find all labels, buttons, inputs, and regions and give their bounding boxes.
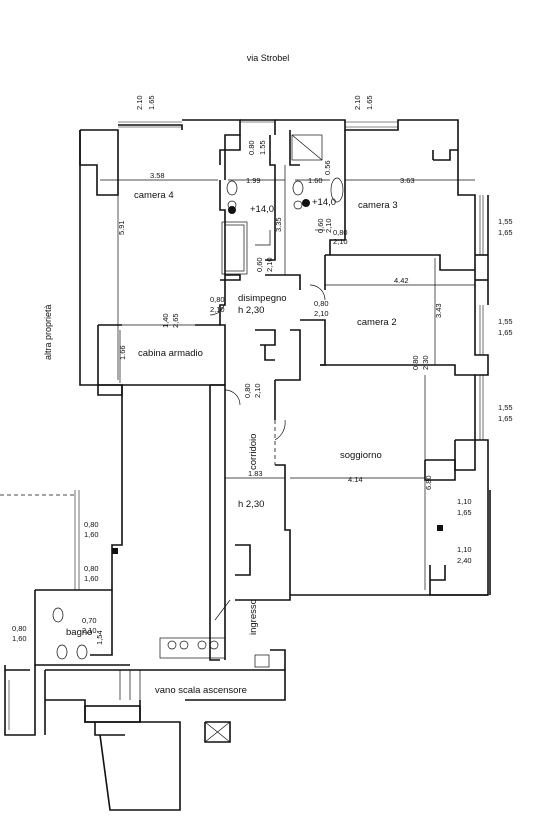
room-label-corridoio: corridoio [248,434,259,470]
room-label-camera-3: camera 3 [358,200,398,211]
dimension-label: 1,55 [498,403,513,412]
room-label-soggiorno: soggiorno [340,450,382,461]
dimension-label: 2,10 [210,305,225,314]
street-label: via Strobel [247,53,290,63]
dimension-labels: 3.58 1.99 1.60 3.63 5.91 3.35 4.42 3.43 … [12,95,513,645]
dimension-label: 1,40 [161,313,170,328]
dimension-label: 2,10 [314,309,329,318]
elevator-icon [84,705,141,723]
dimension-label: 2,65 [171,313,180,328]
dimension-label: 2,10 [253,383,262,398]
dimension-label: 1,65 [498,228,513,237]
room-height-disimpegno: h 2,30 [238,305,264,316]
dimension-label: 2.10 [135,95,144,110]
dimension-label: 0,80 [314,299,329,308]
dimension-label: 0,80 [84,564,99,573]
dimension-label: 1.99 [246,176,261,185]
sink-icon [330,177,344,203]
dimension-label: 1,55 [498,217,513,226]
dimension-label: 0,80 [12,624,27,633]
windows [4,121,484,730]
dimension-label: 4.14 [348,475,363,484]
room-label-vano-scala: vano scala ascensore [155,685,247,696]
room-label-ingresso: ingresso [248,599,259,635]
dimension-label: 2,10 [265,257,274,272]
dimension-label: 3.63 [400,176,415,185]
dimension-label: 1.83 [248,469,263,478]
dimension-label: 3.58 [150,171,165,180]
dimension-label: 6.80 [424,475,433,490]
dimension-label: 0,70 [82,616,97,625]
toilet-icon [56,644,68,660]
dimension-label: 1.55 [258,140,267,155]
dimension-label: 1,10 [457,545,472,554]
dimension-label: 3.35 [274,217,283,232]
dimension-label: 1,65 [498,414,513,423]
dimension-label: 0.80 [247,140,256,155]
dimension-label: 0,80 [243,383,252,398]
dimension-label: 1,55 [498,317,513,326]
dimension-label: 0,60 [316,218,325,233]
dimension-label: 1,60 [84,530,99,539]
entrance-marker-icon [254,654,270,668]
toilet-icon [292,180,304,196]
dimension-label: 1,60 [84,574,99,583]
dimension-label: 5.91 [117,220,126,235]
bidet-icon [76,644,88,660]
dimension-label: 2,30 [421,355,430,370]
shower-icon [291,134,323,161]
dimension-label: 2,40 [457,556,472,565]
dimension-label: 1.60 [308,176,323,185]
dimension-label: 0,80 [333,228,348,237]
dimension-label: 4.42 [394,276,409,285]
level-marker-icon [302,199,310,207]
dimension-label: 1,54 [95,630,104,645]
dimension-label: 2.10 [353,95,362,110]
dimension-label: 0.56 [323,160,332,175]
room-height-corridoio: h 2,30 [238,499,264,510]
doors [209,229,326,621]
toilet-icon [226,180,238,196]
neighbor-label: altra proprietà [43,304,53,360]
dimension-label: 0,80 [411,355,420,370]
room-label-bagno: bagno [66,627,92,638]
dimension-label: 2,10 [324,218,333,233]
dimension-label: 1,10 [457,497,472,506]
dimension-label: 2,10 [333,237,348,246]
interior-walls [97,130,475,670]
level-label: +14,0 [250,204,274,215]
dimension-label: 1,65 [457,508,472,517]
dimension-label: 0,60 [255,257,264,272]
room-label-cabina-armadio: cabina armadio [138,348,203,359]
bidet-icon [293,200,303,210]
room-label-disimpegno: disimpegno [238,293,287,304]
room-label-camera-2: camera 2 [357,317,397,328]
dimension-label: 1.65 [147,95,156,110]
sink-icon [52,607,64,623]
dimension-label: 1.65 [365,95,374,110]
dimension-label: 1,60 [12,634,27,643]
bathtub-icon [221,221,248,275]
dimension-label: 2,10 [82,626,97,635]
bathroom-fixtures [52,134,443,723]
dimension-label: 0,80 [84,520,99,529]
dimension-lines [100,135,475,590]
dimension-label: 3.43 [434,303,443,318]
dimension-label: 1,65 [498,328,513,337]
dimension-label: 1.66 [118,345,127,360]
kitchen-counter-icon [159,637,226,659]
dimension-label: 0,80 [210,295,225,304]
level-label: +14,0 [312,197,336,208]
room-label-camera-4: camera 4 [134,190,174,201]
level-marker-icon [228,206,236,214]
